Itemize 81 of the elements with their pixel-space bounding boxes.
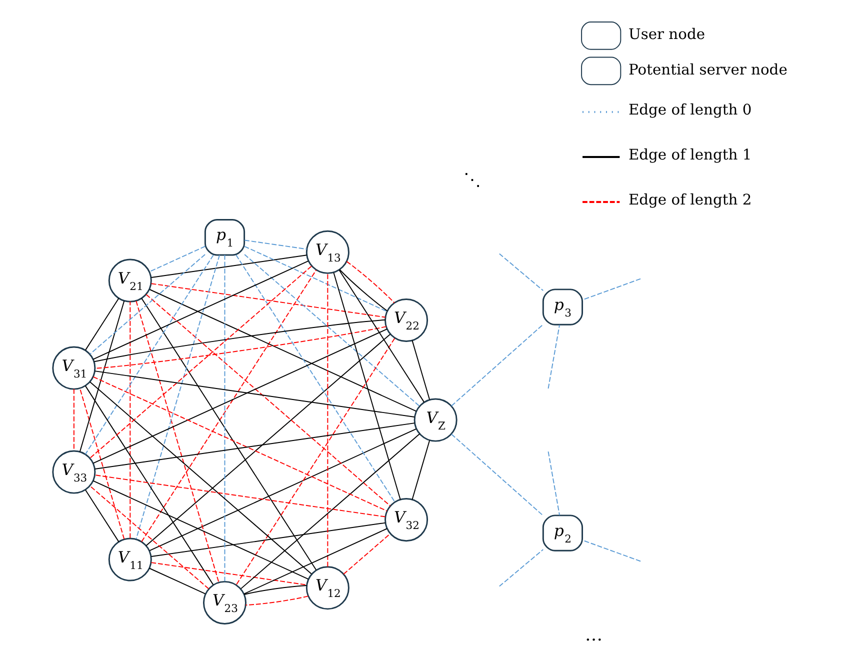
- node-circle: V$_{22}$: [384, 298, 428, 342]
- connector: [90, 382, 312, 574]
- connector: [94, 422, 415, 470]
- connector: [146, 334, 391, 546]
- connector: [130, 301, 131, 539]
- connector: [92, 328, 388, 464]
- connector: [333, 272, 401, 500]
- connector: [236, 254, 396, 502]
- connector: [327, 273, 328, 568]
- connector: [582, 278, 641, 300]
- connector: [548, 451, 560, 516]
- connector: [582, 540, 641, 562]
- connector: [149, 428, 417, 552]
- connector: [339, 269, 388, 312]
- connector: [85, 490, 120, 542]
- node-box: p$_{1}$: [204, 219, 246, 256]
- legend-label: Potential server node: [628, 61, 788, 78]
- connector: [90, 266, 312, 459]
- connector: [245, 596, 309, 606]
- connector: [148, 568, 206, 594]
- connector: [148, 246, 206, 272]
- connector: [141, 270, 317, 542]
- node-circle: V$_{Z}$: [414, 398, 458, 442]
- node-circle: V$_{32}$: [384, 498, 428, 542]
- legend-label: Edge of length 0: [628, 101, 752, 118]
- connector: [150, 254, 308, 278]
- legend-label: User node: [628, 26, 706, 44]
- connector: [343, 533, 391, 575]
- connector: [240, 433, 420, 590]
- connector: [79, 300, 125, 452]
- connector: [244, 585, 308, 595]
- connector: [244, 240, 308, 250]
- connector: [236, 338, 396, 586]
- connector: [79, 388, 125, 540]
- connector: [141, 298, 317, 570]
- connector: [450, 434, 544, 516]
- connector: [84, 254, 214, 455]
- connector: [92, 376, 388, 512]
- connector: [94, 474, 386, 518]
- connector: [412, 440, 430, 500]
- connector: [89, 485, 210, 590]
- connector: [94, 326, 387, 369]
- connector: [136, 254, 220, 540]
- node-box: p$_{3}$: [542, 288, 584, 326]
- connector: [92, 260, 309, 360]
- legend-label: Edge of length 1: [628, 146, 752, 164]
- connector: [244, 528, 388, 594]
- connector: [224, 254, 226, 582]
- connector: [498, 549, 544, 587]
- connector: [85, 298, 120, 351]
- connector: [84, 385, 214, 586]
- node-box: p$_{2}$: [542, 514, 584, 552]
- connector: [136, 300, 220, 583]
- connector: [146, 294, 391, 506]
- connector: [92, 480, 309, 580]
- connector: [498, 253, 544, 292]
- connector: [73, 388, 74, 452]
- connector: [150, 522, 386, 557]
- connector: [338, 270, 425, 403]
- connector: [94, 370, 415, 418]
- node-circle: V$_{33}$: [52, 450, 96, 494]
- node-circle: V$_{12}$: [306, 566, 350, 610]
- node-circle: V$_{23}$: [203, 580, 246, 624]
- connector: [150, 283, 386, 318]
- connector: [244, 246, 388, 312]
- node-circle: V$_{31}$: [52, 346, 96, 390]
- connector: [412, 340, 430, 400]
- label: …: [584, 625, 603, 646]
- legend-label: Edge of length 2: [628, 191, 752, 208]
- connector: [450, 324, 544, 406]
- connector: [150, 562, 308, 586]
- label: ⋱: [464, 170, 482, 191]
- connector: [244, 254, 420, 407]
- node-circle: V$_{11}$: [108, 538, 152, 582]
- connector: [346, 261, 395, 304]
- connector: [94, 319, 386, 362]
- connector: [149, 289, 417, 412]
- connector: [548, 324, 560, 389]
- node-circle: V$_{21}$: [108, 258, 152, 302]
- node-circle: V$_{13}$: [306, 230, 350, 274]
- connector: [89, 254, 206, 355]
